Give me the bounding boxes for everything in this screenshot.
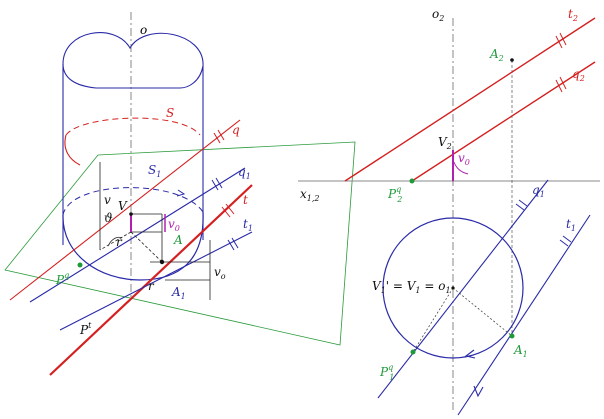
radius-to-P1q [412, 287, 454, 353]
point-A1-plan [509, 333, 515, 339]
label-V2: V2 [438, 135, 452, 151]
line-q1-plan [377, 179, 549, 399]
label-r: r [116, 235, 123, 249]
label-Pq: Pq [55, 271, 69, 287]
tangent-t [49, 184, 253, 376]
label-t1-plan: t1 [566, 217, 576, 233]
label-q: q [232, 123, 240, 137]
circle-S-hidden [65, 117, 201, 136]
label-v0-right: v0 [458, 151, 470, 167]
point-P2q [409, 178, 415, 184]
label-A1-plan: A1 [513, 343, 528, 359]
label-t1: t1 [243, 217, 253, 233]
label-V: V [118, 199, 128, 213]
tick-marks-t1-plan [559, 235, 572, 247]
line-t2 [344, 17, 596, 182]
label-o2: o2 [432, 7, 444, 23]
tick-marks-q2 [555, 76, 567, 93]
horizontal-plane [4, 141, 356, 346]
label-q1-plan: q1 [532, 183, 545, 199]
label-S1: S1 [148, 163, 161, 179]
radius-to-A1 [452, 287, 513, 337]
label-x12: x1,2 [300, 187, 320, 203]
S1-direction-arrow [176, 189, 186, 197]
v0-angle-arc [452, 159, 469, 175]
label-q1: q1 [238, 165, 251, 181]
label-q2: q2 [572, 67, 585, 83]
line-q1 [29, 167, 246, 303]
tick-marks-q1-plan [515, 199, 528, 211]
base-ellipse-visible [62, 211, 204, 281]
label-o: o [140, 23, 147, 37]
t1-direction-arrow [473, 385, 484, 398]
plan-circle [382, 217, 524, 359]
label-v: v [104, 193, 111, 207]
plan-direction-arrow [464, 349, 476, 359]
label-theta: ϑ [104, 211, 113, 225]
tick-marks-left [213, 129, 225, 144]
point-P1q [410, 349, 416, 355]
label-t2: t2 [568, 7, 578, 23]
label-V-equality: V1' = V1 = o1 [372, 279, 451, 295]
tick-marks-t2 [555, 32, 567, 49]
label-v0: v0 [168, 217, 180, 233]
point-o1 [451, 286, 455, 290]
label-A2: A2 [489, 47, 504, 63]
point-Pq [77, 262, 83, 268]
cylinder-top-contour [62, 32, 204, 89]
label-S: S [166, 106, 174, 120]
label-Pt: Pt [79, 321, 92, 337]
label-vo: vo [214, 265, 226, 281]
point-A2 [510, 58, 514, 62]
label-A: A [173, 233, 183, 247]
tick-marks-q1 [211, 177, 223, 191]
left-3d-view: o S q S1 q1 t t1 V v0 v ϑ A A1 r r vo Pq… [4, 12, 356, 376]
line-q2 [411, 61, 596, 182]
point-V [129, 212, 133, 216]
label-t: t [243, 193, 248, 207]
tick-marks-t1 [227, 237, 239, 251]
circle-S-visible [64, 134, 81, 166]
label-A1: A1 [171, 285, 186, 301]
point-A1 [159, 259, 165, 265]
tangent-t1 [59, 231, 253, 331]
line-q [9, 119, 241, 301]
line-t1-plan [457, 214, 591, 416]
construction-lines [99, 162, 211, 300]
base-ellipse-hidden [62, 187, 204, 216]
tick-marks-t [221, 203, 235, 218]
label-r2: r [148, 279, 155, 293]
